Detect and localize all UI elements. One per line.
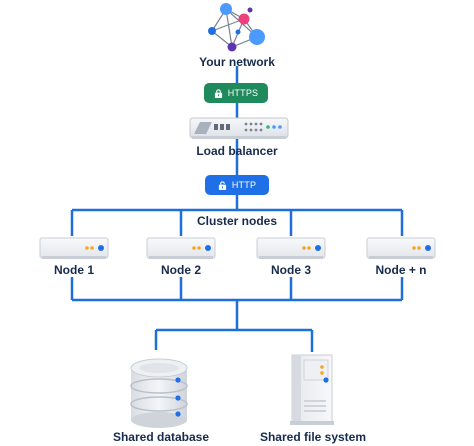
http-badge-label: HTTP	[231, 180, 257, 190]
lock-icon	[214, 88, 222, 98]
database-icon	[130, 358, 188, 428]
node-label-n: Node + n	[372, 263, 430, 277]
shared-database-label: Shared database	[112, 430, 210, 444]
shared-file-system-label: Shared file system	[259, 430, 367, 444]
node-label-2: Node 2	[157, 263, 205, 277]
node-label-3: Node 3	[267, 263, 315, 277]
https-badge-label: HTTPS	[227, 88, 259, 98]
node-label-1: Node 1	[50, 263, 98, 277]
http-badge: HTTP	[205, 175, 269, 195]
connector-lines	[70, 66, 404, 352]
unlock-icon	[218, 180, 226, 190]
load-balancer-label: Load balancer	[196, 144, 278, 158]
network-label: Your network	[199, 55, 275, 69]
cluster-nodes-label: Cluster nodes	[193, 214, 281, 228]
node-server-icon-1	[39, 237, 109, 259]
node-server-icon-n	[366, 237, 436, 259]
network-graph-icon	[208, 3, 265, 52]
load-balancer-icon	[189, 117, 289, 139]
node-server-icon-2	[146, 237, 216, 259]
https-badge: HTTPS	[204, 83, 268, 103]
node-server-icon-3	[256, 237, 326, 259]
file-system-icon	[290, 354, 334, 425]
